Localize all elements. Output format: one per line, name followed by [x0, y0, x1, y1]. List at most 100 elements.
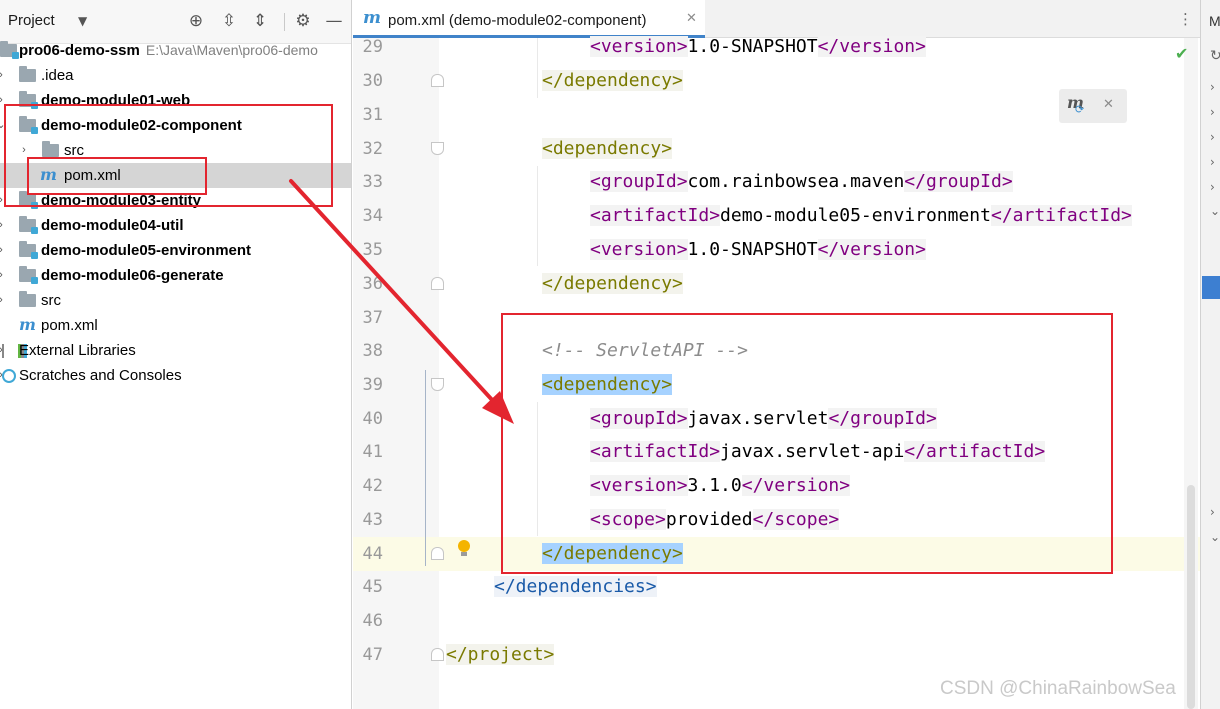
line-number: 47 [362, 645, 383, 665]
close-icon[interactable]: ✕ [1103, 97, 1114, 112]
line-number: 39 [362, 375, 383, 395]
xml-text: 3.1.0 [687, 475, 742, 496]
current-line-highlight [353, 537, 1200, 571]
chevron-right-icon[interactable]: › [0, 363, 7, 388]
xml-tag: <version> [590, 239, 688, 260]
line-number: 33 [362, 172, 383, 192]
line-number: 30 [362, 71, 383, 91]
chevron-right-icon[interactable]: › [1210, 130, 1215, 144]
folder-icon [19, 291, 36, 307]
fold-marker-icon[interactable] [431, 547, 444, 560]
chevron-right-icon[interactable]: › [22, 144, 26, 156]
chevron-right-icon[interactable]: › [0, 238, 7, 263]
refresh-icon[interactable]: ↻ [1210, 48, 1220, 64]
lightbulb-icon[interactable] [457, 540, 471, 558]
code-line-35: <version>1.0-SNAPSHOT</version> [590, 233, 926, 267]
expand-all-icon[interactable]: ⇳ [221, 11, 237, 31]
chevron-down-icon[interactable]: ⌄ [1210, 530, 1220, 544]
code-line-44: </dependency> [542, 537, 683, 571]
tree-item-demo-module03-entity[interactable]: › demo-module03-entity [0, 188, 351, 213]
tree-item-label: pom.xml [64, 167, 121, 184]
gear-icon[interactable]: ⚙ [295, 11, 311, 31]
tree-item-demo-module05-environment[interactable]: › demo-module05-environment [0, 238, 351, 263]
xml-tag: <groupId> [590, 171, 688, 192]
chevron-right-icon[interactable]: › [1210, 155, 1215, 169]
tree-item-idea[interactable]: › .idea [0, 63, 351, 88]
chevron-right-icon[interactable]: › [0, 188, 7, 213]
tree-item-demo-module02-component[interactable]: ⌄ demo-module02-component [0, 113, 351, 138]
tree-item-scratches-and-consoles[interactable]: › Scratches and Consoles [0, 363, 351, 388]
fold-marker-icon[interactable] [431, 142, 444, 155]
line-number: 41 [362, 442, 383, 462]
project-title[interactable]: Project [8, 12, 55, 29]
chevron-right-icon[interactable]: › [0, 338, 7, 363]
tree-item-label: src [41, 292, 61, 309]
code-line-45: </dependencies> [494, 570, 657, 604]
check-icon[interactable]: ✔ [1175, 44, 1189, 63]
tab-label: pom.xml (demo-module02-component) [388, 12, 647, 29]
folder-icon [42, 141, 59, 157]
maven-file-icon: m [40, 165, 57, 184]
tree-item-demo-module06-generate[interactable]: › demo-module06-generate [0, 263, 351, 288]
tab-pom-xml[interactable]: m pom.xml (demo-module02-component) ✕ [353, 0, 705, 38]
fold-marker-icon[interactable] [431, 378, 444, 391]
maven-reload-popup[interactable]: m ⟳ ✕ [1059, 89, 1127, 123]
right-tool-strip: M ↻ › › › › › ⌄ › ⌄ [1200, 0, 1220, 709]
tree-item-root-src[interactable]: › src [0, 288, 351, 313]
chevron-right-icon[interactable]: › [0, 288, 7, 313]
chevron-down-icon[interactable]: ⌄ [0, 113, 7, 138]
xml-tag: <version> [590, 475, 688, 496]
chevron-down-icon[interactable]: ⌄ [1210, 204, 1220, 218]
fold-marker-icon[interactable] [431, 277, 444, 290]
minimize-icon[interactable]: — [325, 11, 343, 31]
chevron-down-icon[interactable]: ▼ [78, 14, 88, 28]
chevron-right-icon[interactable]: › [1210, 105, 1215, 119]
tree-item-external-libraries[interactable]: › External Libraries [0, 338, 351, 363]
code-line-47: </project> [446, 638, 555, 672]
right-selected-item[interactable] [1202, 276, 1220, 299]
xml-tag: </version> [817, 239, 926, 260]
code-line-32: <dependency> [542, 132, 673, 166]
editor-tab-bar: m pom.xml (demo-module02-component) ✕ ⋮ [353, 0, 1200, 38]
indent-guide [537, 38, 538, 98]
code-line-42: <version>3.1.0</version> [590, 469, 851, 503]
maven-tool-label[interactable]: M [1209, 13, 1220, 29]
code-line-39: <dependency> [542, 368, 673, 402]
chevron-right-icon[interactable]: › [1210, 80, 1215, 94]
line-number: 32 [362, 139, 383, 159]
xml-tag: <scope> [590, 509, 666, 530]
chevron-right-icon[interactable]: › [0, 63, 7, 88]
sync-icon: ⟳ [1075, 103, 1085, 116]
chevron-right-icon[interactable]: › [0, 263, 7, 288]
chevron-right-icon[interactable]: › [0, 213, 7, 238]
library-icon [2, 344, 18, 358]
xml-tag: </dependencies> [494, 576, 657, 597]
chevron-right-icon[interactable]: › [1210, 505, 1215, 519]
indent-guide [537, 166, 538, 266]
fold-marker-icon[interactable] [431, 648, 444, 661]
module-folder-icon [19, 266, 38, 284]
fold-marker-icon[interactable] [431, 74, 444, 87]
tree-item-label: demo-module06-generate [41, 267, 224, 284]
chevron-right-icon[interactable]: › [1210, 180, 1215, 194]
line-number: 45 [362, 577, 383, 597]
close-icon[interactable]: ✕ [686, 11, 697, 26]
code-line-38: <!-- ServletAPI --> [542, 334, 748, 368]
tree-item-label: pom.xml [41, 317, 98, 334]
locate-icon[interactable]: ⊕ [188, 11, 204, 31]
collapse-all-icon[interactable]: ⇕ [252, 11, 268, 31]
xml-tag: </groupId> [828, 408, 937, 429]
xml-text: javax.servlet [687, 408, 829, 429]
tree-item-demo-module04-util[interactable]: › demo-module04-util [0, 213, 351, 238]
xml-tag: <dependency> [542, 138, 673, 159]
more-vertical-icon[interactable]: ⋮ [1178, 10, 1193, 28]
chevron-right-icon[interactable]: › [0, 88, 7, 113]
tree-item-src[interactable]: › src [0, 138, 351, 163]
line-number: 37 [362, 308, 383, 328]
project-header: Project ▼ ⊕ ⇳ ⇕ ⚙ — [0, 0, 351, 44]
tree-item-root-pom-xml[interactable]: m pom.xml [0, 313, 351, 338]
scrollbar-thumb[interactable] [1187, 485, 1195, 709]
module-folder-icon [19, 116, 38, 134]
code-line-41: <artifactId>javax.servlet-api</artifactI… [590, 435, 1046, 469]
